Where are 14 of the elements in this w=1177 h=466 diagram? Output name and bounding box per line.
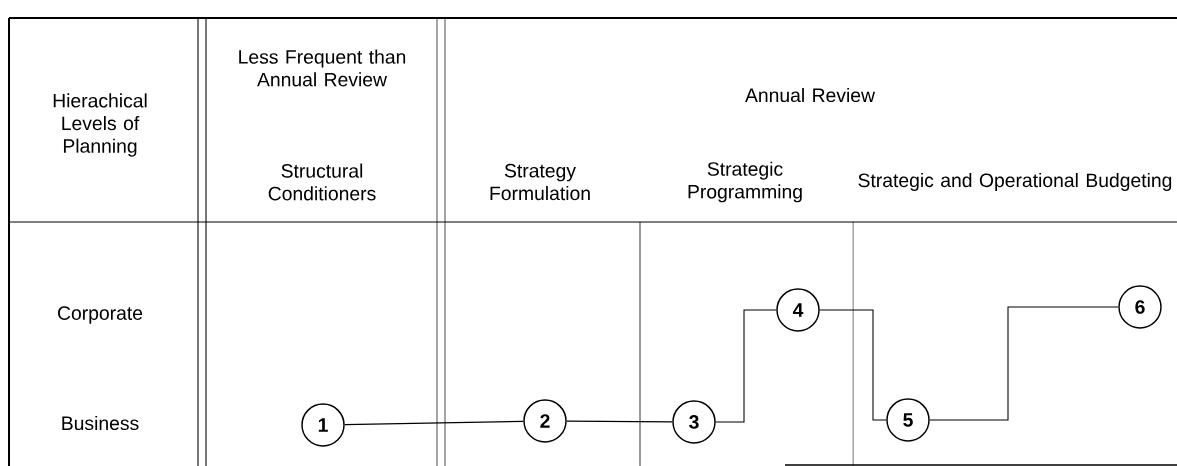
connector-line [715,309,777,423]
row-label: Corporate [58,306,143,324]
connector-line [344,420,524,426]
column-heading: Hierachical Levels of Planning [53,93,147,157]
column-heading: Strategic and Operational Budgeting [858,173,1172,191]
column-heading: Less Frequent than Annual Review [239,49,406,87]
column-heading: Strategy Formulation [490,163,590,201]
row-label: Business [62,415,139,431]
connector-line [566,420,673,423]
column-heading: Strategic Programming [688,161,802,203]
column-heading: Annual Review [745,87,876,103]
connector-line [929,306,1119,421]
column-heading: Structural Conditioners [268,163,376,201]
connector-line [819,309,887,421]
